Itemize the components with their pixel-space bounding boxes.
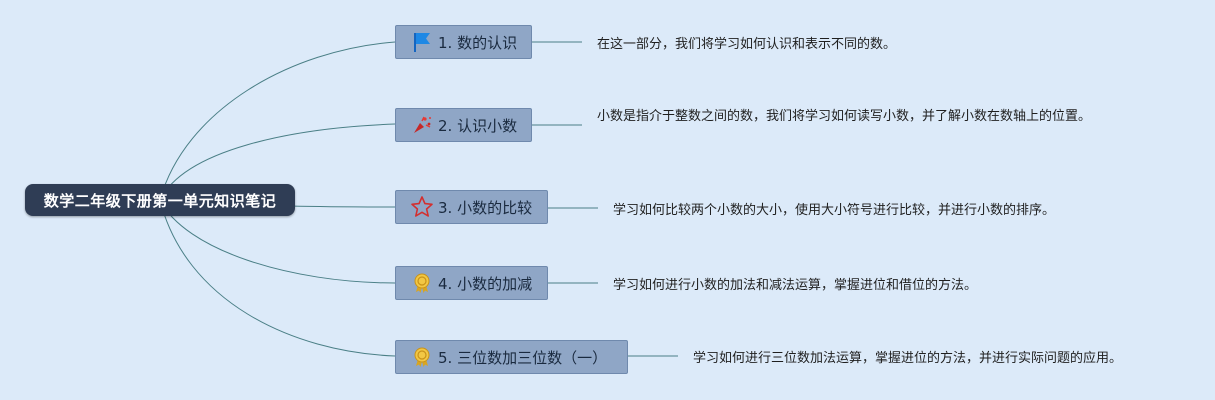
topic-4[interactable]: 4. 小数的加减 [395, 266, 548, 300]
blue-flag-icon [410, 30, 434, 54]
topic-3-label: 3. 小数的比较 [438, 198, 533, 217]
topic-3[interactable]: 3. 小数的比较 [395, 190, 548, 224]
topic-3-note: 学习如何比较两个小数的大小，使用大小符号进行比较，并进行小数的排序。 [613, 203, 1056, 218]
topic-5[interactable]: 5. 三位数加三位数（一） [395, 340, 628, 374]
connector-root-topic-2 [159, 123, 396, 201]
root-topic[interactable]: 数学二年级下册第一单元知识笔记 [25, 184, 295, 216]
party-popper-icon [410, 113, 434, 137]
topic-4-label: 4. 小数的加减 [438, 274, 533, 293]
connector-root-topic-1 [159, 41, 396, 201]
gold-medal-icon [410, 271, 434, 295]
connector-root-topic-3 [289, 205, 396, 208]
root-title: 数学二年级下册第一单元知识笔记 [43, 191, 277, 210]
topic-2-note: 小数是指介于整数之间的数，我们将学习如何读写小数，并了解小数在数轴上的位置。 [597, 109, 1092, 124]
topic-4-note: 学习如何进行小数的加法和减法运算，掌握进位和借位的方法。 [613, 278, 978, 293]
topic-2-label: 2. 认识小数 [438, 116, 518, 135]
topic-1[interactable]: 1. 数的认识 [395, 25, 532, 59]
topic-5-note: 学习如何进行三位数加法运算，掌握进位的方法，并进行实际问题的应用。 [693, 351, 1123, 366]
topic-1-label: 1. 数的认识 [438, 33, 518, 52]
red-star-icon [410, 195, 434, 219]
connector-root-topic-4 [159, 199, 396, 284]
connector-root-topic-5 [159, 199, 396, 357]
gold-medal-icon [410, 345, 434, 369]
topic-5-label: 5. 三位数加三位数（一） [438, 348, 608, 367]
topic-2[interactable]: 2. 认识小数 [395, 108, 532, 142]
topic-1-note: 在这一部分，我们将学习如何认识和表示不同的数。 [597, 37, 897, 52]
